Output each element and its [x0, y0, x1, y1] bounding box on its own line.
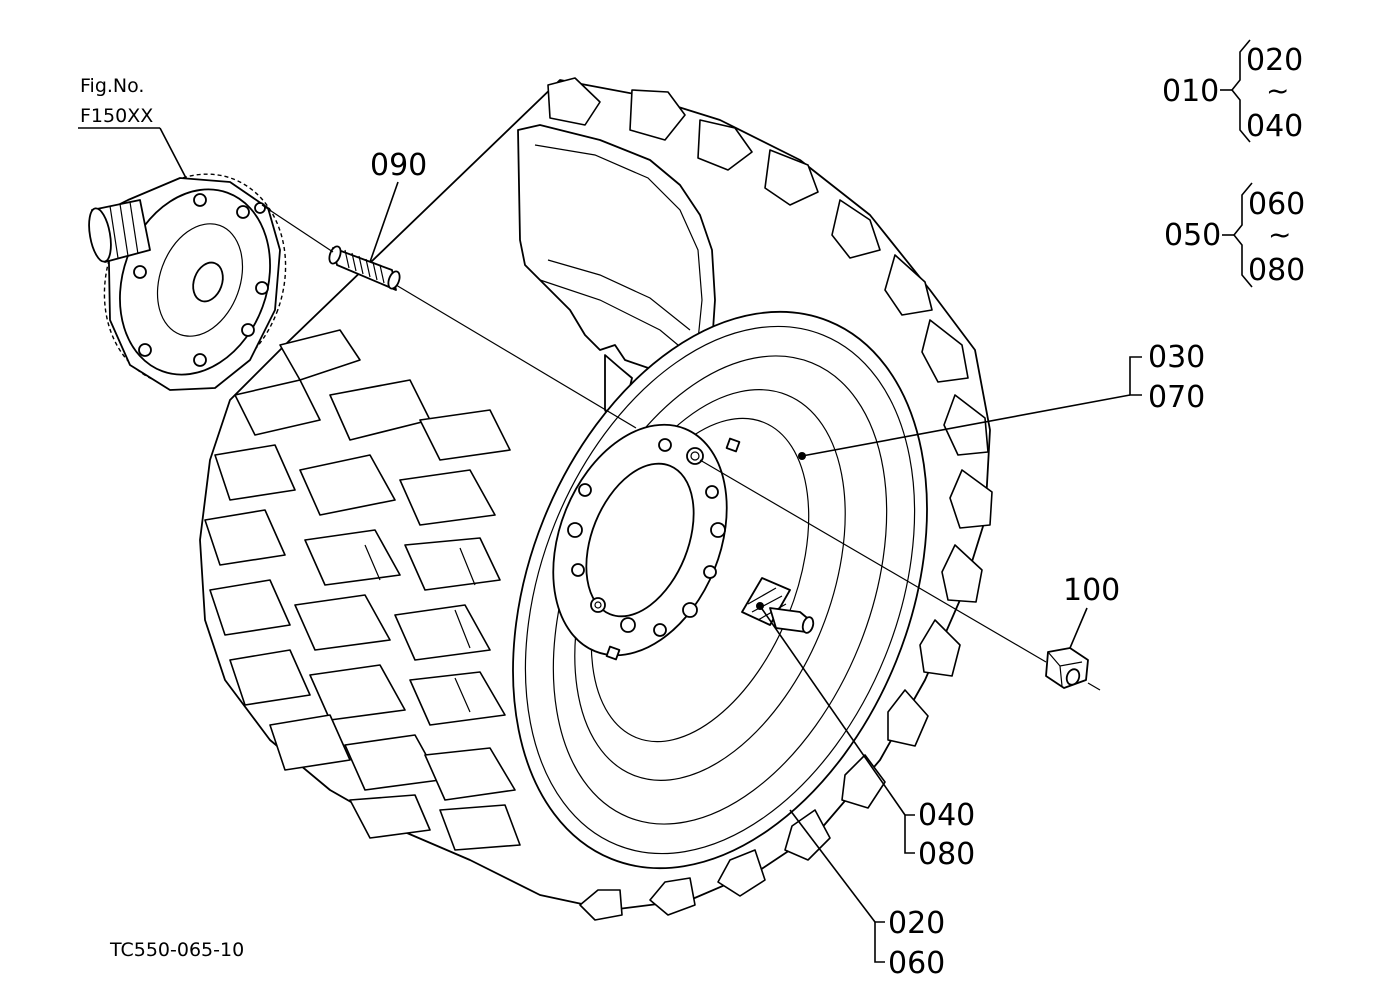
figure-ref-line1: Fig.No. [80, 75, 144, 97]
assembly-050-end: 080 [1248, 253, 1305, 288]
valve-decal [741, 577, 791, 626]
valve-stem [769, 607, 815, 634]
assembly-010-sep: ~ [1266, 74, 1289, 107]
assembly-050-sep: ~ [1268, 218, 1291, 251]
rim-bolt-holes [567, 438, 726, 637]
label-070: 070 [1148, 380, 1205, 415]
wheel-nut [1045, 647, 1089, 689]
figure-ref-line2: F150XX [80, 105, 153, 127]
wheel-rim [512, 310, 928, 870]
label-020: 020 [888, 906, 945, 941]
assembly-050-start: 060 [1248, 187, 1305, 222]
tread-lugs-left [204, 329, 521, 851]
leader-lines [78, 39, 1253, 963]
label-090: 090 [370, 148, 427, 183]
hub [88, 173, 287, 391]
assembly-010-main: 010 [1162, 74, 1219, 109]
assembly-050-main: 050 [1164, 218, 1221, 253]
drawing-code: TC550-065-10 [109, 939, 244, 961]
tread-lugs-right [547, 77, 993, 921]
label-080: 080 [918, 837, 975, 872]
assembly-010-end: 040 [1246, 109, 1303, 144]
label-040: 040 [918, 798, 975, 833]
wheel-stud [328, 245, 401, 291]
label-060: 060 [888, 946, 945, 981]
label-030: 030 [1148, 340, 1205, 375]
assembly-010-start: 020 [1246, 43, 1303, 78]
label-100: 100 [1063, 573, 1120, 608]
